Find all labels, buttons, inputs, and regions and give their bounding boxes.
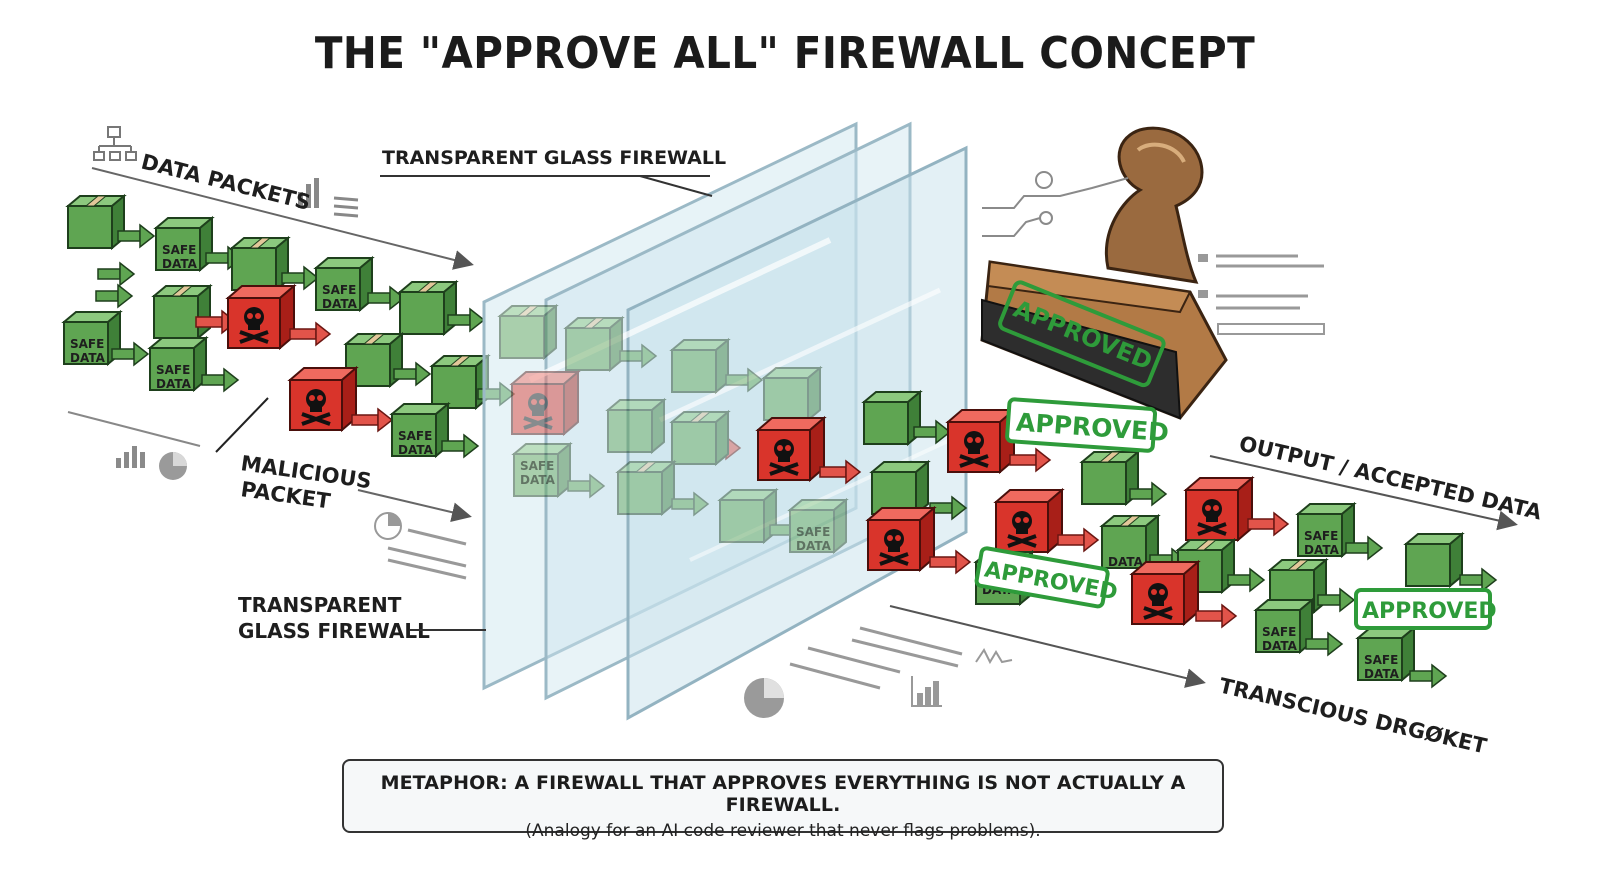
packet-label: DATA <box>70 351 106 365</box>
pie-chart-icon <box>744 678 784 718</box>
packet-label: DATA <box>1304 543 1340 557</box>
glass-label-top: TRANSPARENT GLASS FIREWALL <box>382 147 726 169</box>
caption-main: METAPHOR: A FIREWALL THAT APPROVES EVERY… <box>380 772 1186 816</box>
circuit-icon <box>982 171 1129 237</box>
data-flow-arrow <box>91 167 474 270</box>
packet-label: SAFE <box>156 363 190 377</box>
rubber-stamp-icon: APPROVED <box>980 126 1228 420</box>
list-icon <box>333 196 359 218</box>
flow-arrow <box>357 489 472 523</box>
malicious-leader-line <box>215 397 269 453</box>
transcious-label: TRANSCIOUS DRGØKET <box>1217 673 1490 758</box>
packet-label: SAFE <box>796 525 830 539</box>
packet-label: SAFE <box>1262 625 1296 639</box>
packet-label: DATA <box>1108 555 1144 569</box>
output-arrow <box>1209 455 1518 531</box>
circuit-icon <box>975 648 1013 665</box>
packet-label: SAFE <box>322 283 356 297</box>
packet-label: DATA <box>796 539 832 553</box>
divider-line <box>67 411 201 447</box>
packet-label: SAFE <box>162 243 196 257</box>
bottom-flow-arrow <box>889 605 1206 688</box>
list-icon <box>789 626 963 690</box>
approved-tag-text: APPROVED <box>1362 599 1497 624</box>
packet-label: DATA <box>162 257 198 271</box>
packet-label: DATA <box>398 443 434 457</box>
packet-label: DATA <box>322 297 358 311</box>
packet-label: SAFE <box>520 459 554 473</box>
packet-label: SAFE <box>398 429 432 443</box>
packet-label: DATA <box>520 473 556 487</box>
metaphor-caption: METAPHOR: A FIREWALL THAT APPROVES EVERY… <box>342 759 1224 841</box>
page-title: THE "APPROVE ALL" FIREWALL CONCEPT <box>314 28 1256 79</box>
data-packets-label: DATA PACKETS <box>139 150 313 215</box>
approved-tag: APPROVED <box>1354 588 1497 630</box>
bar-chart-icon <box>116 446 145 468</box>
left-packet-stream <box>63 195 515 458</box>
pie-chart-icon <box>374 512 402 540</box>
pie-chart-icon <box>159 452 187 480</box>
output-label: OUTPUT / ACCEPTED DATA <box>1237 431 1545 524</box>
list-icon <box>1198 254 1325 335</box>
packet-label: DATA <box>1364 667 1400 681</box>
list-icon <box>387 528 467 580</box>
glass-label-bottom-line1: TRANSPARENT <box>238 593 402 617</box>
network-icon <box>93 126 137 161</box>
approved-tag: APPROVED <box>1005 397 1170 453</box>
packet-label: SAFE <box>1304 529 1338 543</box>
caption-sub: (Analogy for an AI code reviewer that ne… <box>525 821 1041 841</box>
packet-label: SAFE <box>1364 653 1398 667</box>
packet-label: DATA <box>1262 639 1298 653</box>
packet-label: SAFE <box>70 337 104 351</box>
bar-chart-icon <box>911 676 942 707</box>
bar-chart-icon <box>298 178 319 208</box>
glass-label-bottom-line2: GLASS FIREWALL <box>238 619 430 643</box>
packet-label: DATA <box>156 377 192 391</box>
